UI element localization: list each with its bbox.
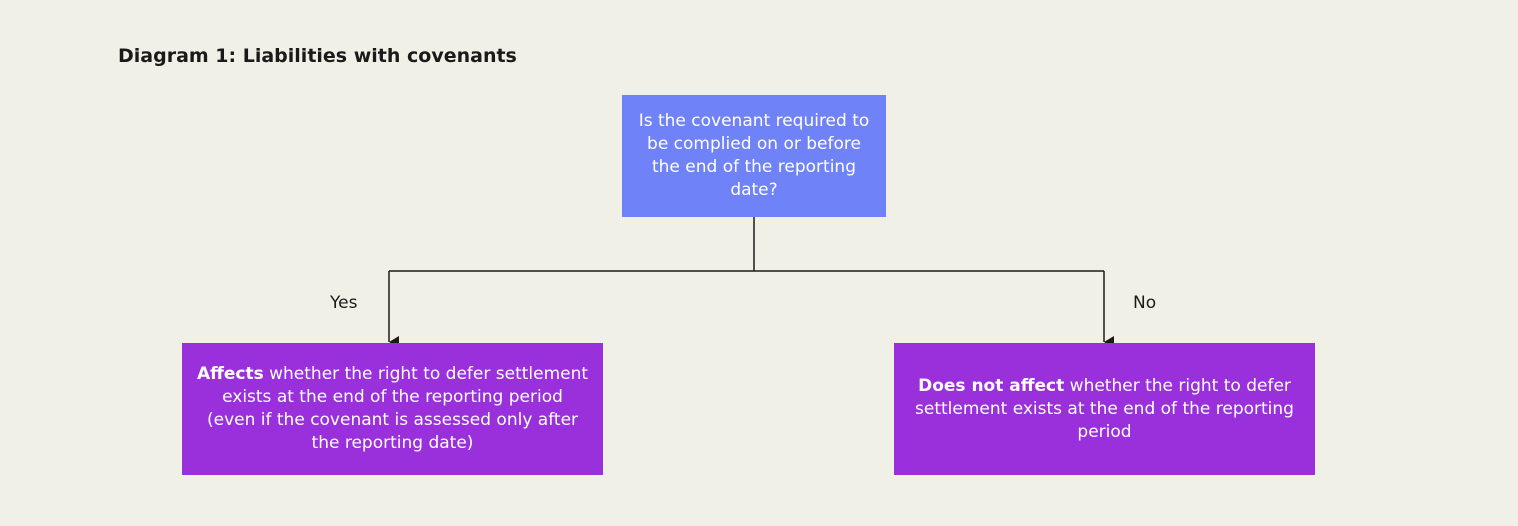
question-text: Is the covenant required to be complied … — [638, 111, 870, 200]
outcome-yes-emphasis: Affects — [196, 364, 264, 384]
outcome-no-emphasis: Does not affect — [918, 375, 1065, 396]
outcome-no-text: Does not affect whether the right to def… — [908, 375, 1301, 444]
outcome-box-no: Does not affect whether the right to def… — [894, 343, 1315, 475]
outcome-yes-text: Affects whether the right to defer settl… — [196, 363, 589, 455]
outcome-box-yes: Affects whether the right to defer settl… — [182, 343, 603, 475]
diagram-title: Diagram 1: Liabilities with covenants — [118, 45, 517, 67]
outcome-yes-detail: whether the right to defer settlement ex… — [206, 364, 589, 453]
outcome-no-detail: whether the right to defer settlement ex… — [915, 375, 1294, 442]
branch-label-no: No — [1133, 293, 1157, 313]
question-box: Is the covenant required to be complied … — [622, 95, 886, 217]
branch-label-yes: Yes — [330, 293, 358, 313]
